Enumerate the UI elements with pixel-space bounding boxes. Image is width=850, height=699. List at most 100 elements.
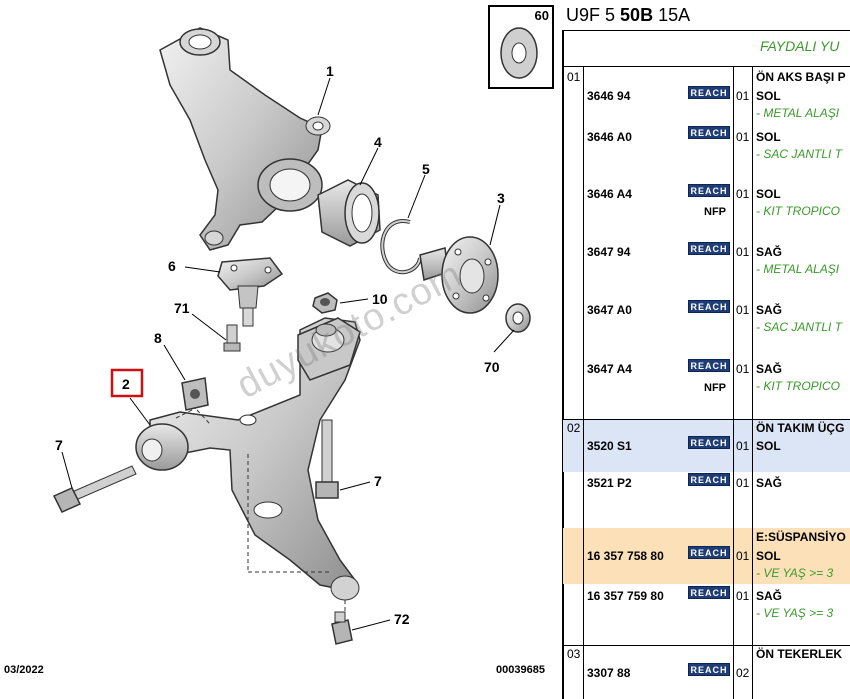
callout-7-left: 7 <box>55 437 63 453</box>
reach-badge: REACH <box>688 300 730 313</box>
part-number[interactable]: 3307 88 <box>587 666 631 680</box>
callout-1: 1 <box>326 63 334 79</box>
side: SOL <box>756 130 781 144</box>
note: - METAL ALAŞI <box>756 262 840 276</box>
callout-3: 3 <box>497 190 505 206</box>
part-number[interactable]: 16 357 759 80 <box>587 589 664 603</box>
part-number[interactable]: 3646 94 <box>587 89 631 103</box>
part-number[interactable]: 3647 A0 <box>587 303 632 317</box>
quantity: 01 <box>736 130 750 144</box>
parts-list-panel <box>562 30 850 699</box>
reach-badge: REACH <box>688 473 730 486</box>
part-number[interactable]: 16 357 758 80 <box>587 549 664 563</box>
callout-6: 6 <box>168 258 176 274</box>
reach-badge: REACH <box>688 586 730 599</box>
circlip-part[interactable] <box>380 218 422 275</box>
footer-date: 03/2022 <box>4 664 44 676</box>
washer-thumbnail[interactable]: 60 <box>488 5 554 89</box>
quantity: 01 <box>736 549 750 563</box>
note: - KIT TROPICO <box>756 379 840 393</box>
ball-joint-nut-part[interactable] <box>331 611 353 645</box>
useful-label: FAYDALI YU <box>760 38 840 54</box>
side: SAĞ <box>756 245 783 259</box>
selected-part-frame <box>110 368 144 398</box>
part-number[interactable]: 3647 A4 <box>587 362 632 376</box>
wheel-bearing-part[interactable] <box>317 179 381 247</box>
note: - VE YAŞ >= 3 <box>756 606 834 620</box>
reach-badge: REACH <box>688 546 730 559</box>
reach-badge: REACH <box>688 436 730 449</box>
group-number: 03 <box>567 647 581 661</box>
callout-70: 70 <box>484 359 500 375</box>
quantity: 01 <box>736 362 750 376</box>
part-number[interactable]: 3520 S1 <box>587 439 632 453</box>
quantity: 01 <box>736 439 750 453</box>
group-title: ÖN TEKERLEK <box>756 647 843 661</box>
long-bolt-vertical-part[interactable] <box>315 419 339 499</box>
side: SAĞ <box>756 476 783 490</box>
group-subtitle: E:SÜSPANSİYO <box>756 530 846 544</box>
divider <box>562 66 850 67</box>
note: - KIT TROPICO <box>756 204 840 218</box>
note: - SAC JANTLI T <box>756 320 843 334</box>
steering-knuckle-part[interactable] <box>159 27 331 251</box>
divider <box>562 419 850 420</box>
callout-2[interactable]: 2 <box>122 376 130 392</box>
hub-nut-part[interactable] <box>505 303 531 333</box>
bracket-part[interactable] <box>181 377 209 411</box>
callout-7-right: 7 <box>374 473 382 489</box>
side: SOL <box>756 187 781 201</box>
quantity: 01 <box>736 589 750 603</box>
group-title: ÖN AKS BAŞI P <box>756 70 846 84</box>
side: SAĞ <box>756 362 783 376</box>
vehicle-code: U9F 5 50B 15A <box>566 5 690 26</box>
lower-control-arm-part[interactable] <box>135 317 361 601</box>
callout-8: 8 <box>154 330 162 346</box>
exploded-parts-diagram: 1 4 5 3 6 10 71 8 70 2 7 7 72 <box>52 27 531 645</box>
divider <box>752 66 753 699</box>
part-number[interactable]: 3521 P2 <box>587 476 632 490</box>
group-number: 01 <box>567 70 581 84</box>
divider <box>562 645 850 646</box>
side: SOL <box>756 549 781 563</box>
note: - SAC JANTLI T <box>756 147 843 161</box>
code-bold: 50B <box>620 5 654 25</box>
reach-badge: REACH <box>688 242 730 255</box>
code-prefix: U9F 5 <box>566 5 616 25</box>
part-number[interactable]: 3647 94 <box>587 245 631 259</box>
wheel-hub-part[interactable] <box>419 236 499 314</box>
quantity: 02 <box>736 666 750 680</box>
side: SOL <box>756 89 781 103</box>
callout-4: 4 <box>374 134 382 150</box>
assembly-lines <box>175 407 346 612</box>
nfp-label: NFP <box>704 382 726 394</box>
divider <box>583 66 584 699</box>
reach-badge: REACH <box>688 184 730 197</box>
part-number[interactable]: 3646 A0 <box>587 130 632 144</box>
reach-badge: REACH <box>688 86 730 99</box>
callout-71: 71 <box>174 300 190 316</box>
side: SAĞ <box>756 303 783 317</box>
washer-icon <box>500 27 538 79</box>
group-number: 02 <box>567 421 581 435</box>
callout-5: 5 <box>422 161 430 177</box>
part-number[interactable]: 3646 A4 <box>587 187 632 201</box>
divider <box>733 66 734 699</box>
reach-badge: REACH <box>688 663 730 676</box>
group-title: ÖN TAKIM ÜÇG <box>756 421 845 435</box>
side: SOL <box>756 439 781 453</box>
quantity: 01 <box>736 89 750 103</box>
code-suffix: 15A <box>658 5 691 25</box>
reach-badge: REACH <box>688 126 730 139</box>
ball-joint-part[interactable] <box>217 257 284 327</box>
nfp-label: NFP <box>704 206 726 218</box>
long-bolt-left-part[interactable] <box>52 465 137 513</box>
quantity: 01 <box>736 476 750 490</box>
reach-badge: REACH <box>688 359 730 372</box>
bush-nut-part[interactable] <box>312 292 338 314</box>
ball-joint-bolt-part[interactable] <box>223 324 241 352</box>
callout-10: 10 <box>372 291 388 307</box>
quantity: 01 <box>736 303 750 317</box>
note: - METAL ALAŞI <box>756 106 840 120</box>
quantity: 01 <box>736 245 750 259</box>
